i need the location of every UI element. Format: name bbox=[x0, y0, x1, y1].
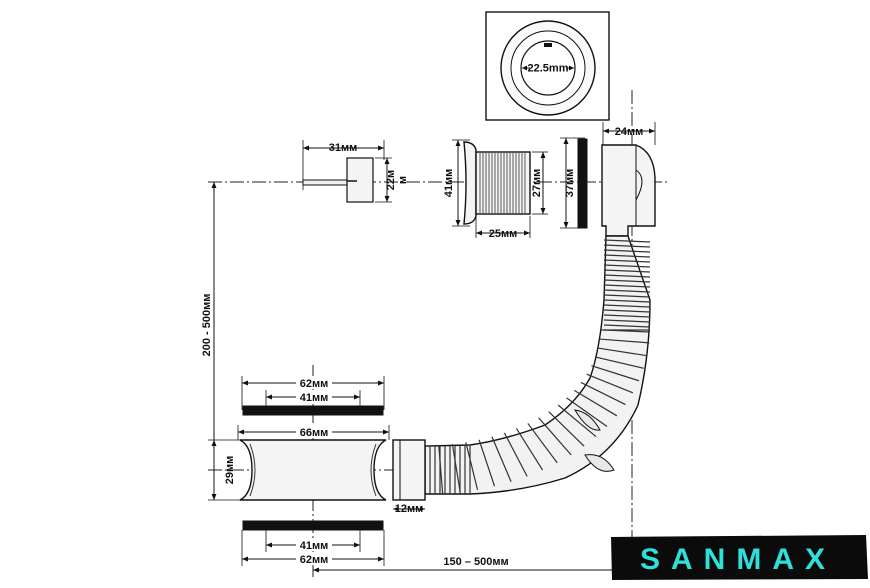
horizontal-range-label: 150 – 500мм bbox=[443, 556, 508, 568]
drain-body-width-label: 66мм bbox=[300, 427, 329, 439]
connector-length-label: 12мм bbox=[395, 503, 424, 515]
corrugated-hose bbox=[424, 235, 651, 495]
sanmax-logo: SANMAX bbox=[611, 535, 868, 580]
overflow-gasket: 37мм bbox=[560, 137, 588, 229]
bottom-washer-outer-label: 62мм bbox=[300, 554, 329, 566]
screw-height-label: 22м bbox=[385, 170, 397, 190]
flange-diameter-label: 41мм bbox=[443, 169, 455, 198]
horizontal-range-dimension: 150 – 500мм bbox=[313, 556, 632, 573]
hose-connector: 12мм bbox=[392, 439, 426, 515]
screw-length-label: 31мм bbox=[329, 142, 358, 154]
top-washer-outer-label: 62мм bbox=[300, 378, 329, 390]
overflow-elbow: 24мм bbox=[601, 122, 656, 237]
vertical-range-dimension: 200 - 500мм bbox=[201, 182, 217, 440]
overflow-cover-top-view: 22.5mm bbox=[485, 11, 610, 121]
drain-body-height-label: 29мм bbox=[224, 456, 236, 485]
overflow-flange: 41мм bbox=[443, 139, 477, 227]
nipple-diameter-label: 27мм bbox=[531, 169, 543, 198]
bottom-drain-assembly: 62мм 41мм 66мм 29мм bbox=[208, 376, 390, 566]
nipple-length-label: 25мм bbox=[489, 228, 518, 240]
vertical-range-label: 200 - 500мм bbox=[201, 294, 213, 357]
gasket-diameter-label: 37мм bbox=[564, 169, 576, 198]
screw-height-unit: м bbox=[397, 176, 409, 184]
screw-part: 31мм 22м м bbox=[302, 140, 409, 203]
bottom-washer-inner-label: 41мм bbox=[300, 540, 329, 552]
cover-diameter-label: 22.5mm bbox=[528, 63, 569, 75]
elbow-width-label: 24мм bbox=[615, 126, 644, 138]
threaded-nipple: 25мм 27мм bbox=[475, 151, 548, 240]
top-washer-inner-label: 41мм bbox=[300, 392, 329, 404]
logo-text: SANMAX bbox=[640, 543, 836, 576]
